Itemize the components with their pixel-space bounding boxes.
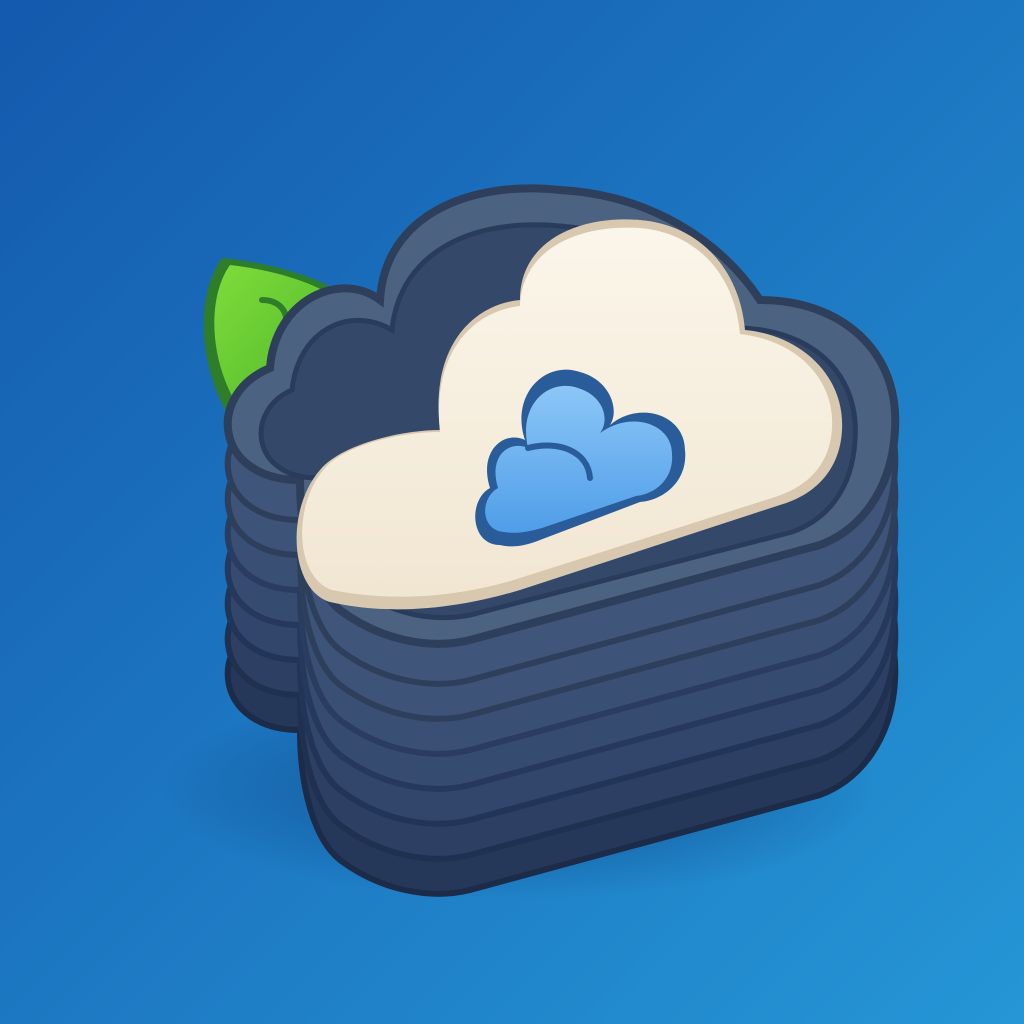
small-cloud-icon	[475, 369, 686, 547]
